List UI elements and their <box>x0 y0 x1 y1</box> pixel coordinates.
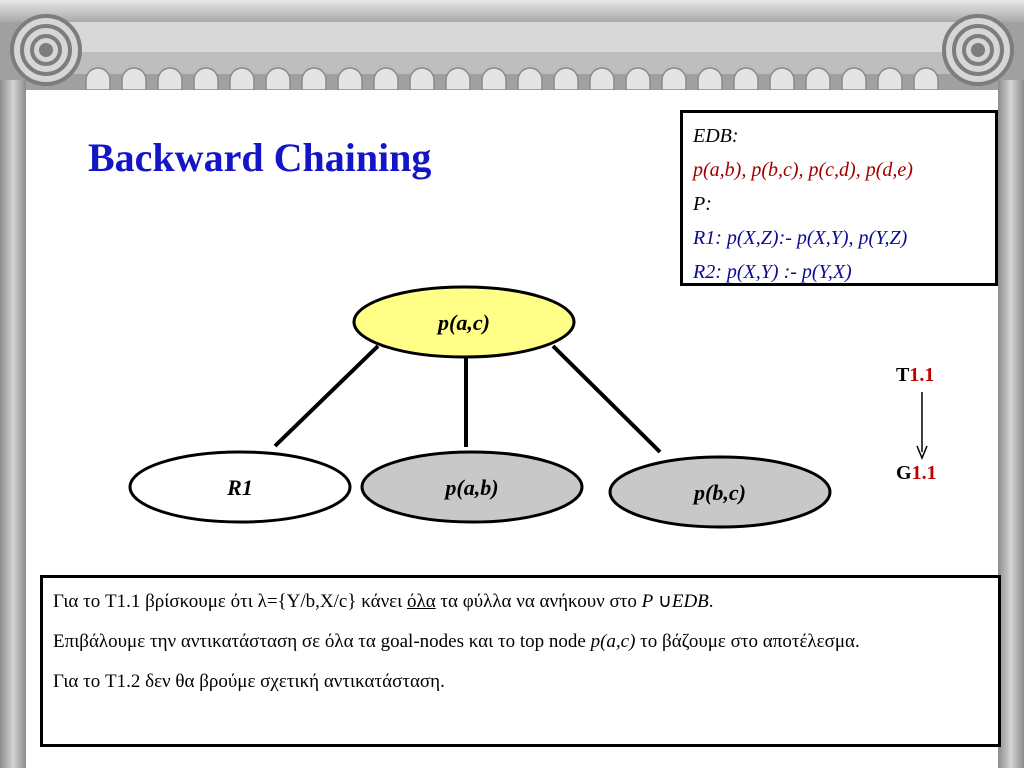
slide-title: Backward Chaining <box>88 135 432 180</box>
edge-root-r1 <box>273 344 380 448</box>
rule-1-body: p(X,Y), p(Y,Z) <box>796 227 908 249</box>
goal-node-2-label: p(b,c) <box>692 480 746 505</box>
edb-facts: p(a,b), p(b,c), p(c,d), p(d,e) <box>693 159 913 181</box>
root-node-label: p(a,c) <box>436 310 490 335</box>
rule-2-body: p(Y,X) <box>801 261 852 283</box>
goal-label-number: 1.1 <box>911 462 937 484</box>
explanation-paragraph-1: Για το T1.1 βρίσκουμε ότι λ={Y/b,X/c} κά… <box>53 591 714 612</box>
goal-label: G1.1 <box>896 462 937 485</box>
goal-label-prefix: G <box>896 462 912 484</box>
left-column <box>0 80 26 768</box>
right-volute-icon <box>942 14 1014 86</box>
tree-label: T1.1 <box>896 364 934 387</box>
rule-2-separator: :- <box>783 261 797 283</box>
rule-2-name: R2: <box>693 261 722 283</box>
capital-bar <box>0 0 1024 22</box>
rule-2: R2: p(X,Y) :- p(Y,X) <box>693 255 985 289</box>
tree-label-prefix: T <box>896 364 910 386</box>
root-node <box>352 285 576 359</box>
trace-indicator: T1.1 G1.1 <box>880 362 960 492</box>
tree-label-number: 1.1 <box>909 364 935 386</box>
rule-node <box>128 450 352 524</box>
goal-node-1 <box>360 450 584 524</box>
rule-2-head: p(X,Y) <box>726 261 779 283</box>
rule-node-label: R1 <box>226 475 253 500</box>
goal-node-2 <box>608 455 832 529</box>
rule-1: R1: p(X,Z):- p(X,Y), p(Y,Z) <box>693 221 985 255</box>
rule-1-head: p(X,Z) <box>726 227 779 249</box>
explanation-paragraph-2: Επιβάλουμε την αντικατάσταση σε όλα τα g… <box>53 631 860 652</box>
goal-node-1-label: p(a,b) <box>443 475 498 500</box>
rule-1-separator: :- <box>778 227 792 249</box>
right-column <box>998 80 1024 768</box>
edb-label: EDB: <box>693 125 739 147</box>
left-volute-icon <box>10 14 82 86</box>
dentil-row <box>85 67 939 91</box>
program-label: P: <box>693 193 712 215</box>
explanation-box: Για το T1.1 βρίσκουμε ότι λ={Y/b,X/c} κά… <box>40 575 1001 747</box>
program-box: EDB: p(a,b), p(b,c), p(c,d), p(d,e) P: R… <box>680 110 998 286</box>
rule-1-name: R1: <box>693 227 722 249</box>
down-arrow-icon <box>916 392 928 460</box>
explanation-paragraph-3: Για το T1.2 δεν θα βρούμε σχετική αντικα… <box>53 671 445 692</box>
edge-root-pbc <box>551 344 662 454</box>
